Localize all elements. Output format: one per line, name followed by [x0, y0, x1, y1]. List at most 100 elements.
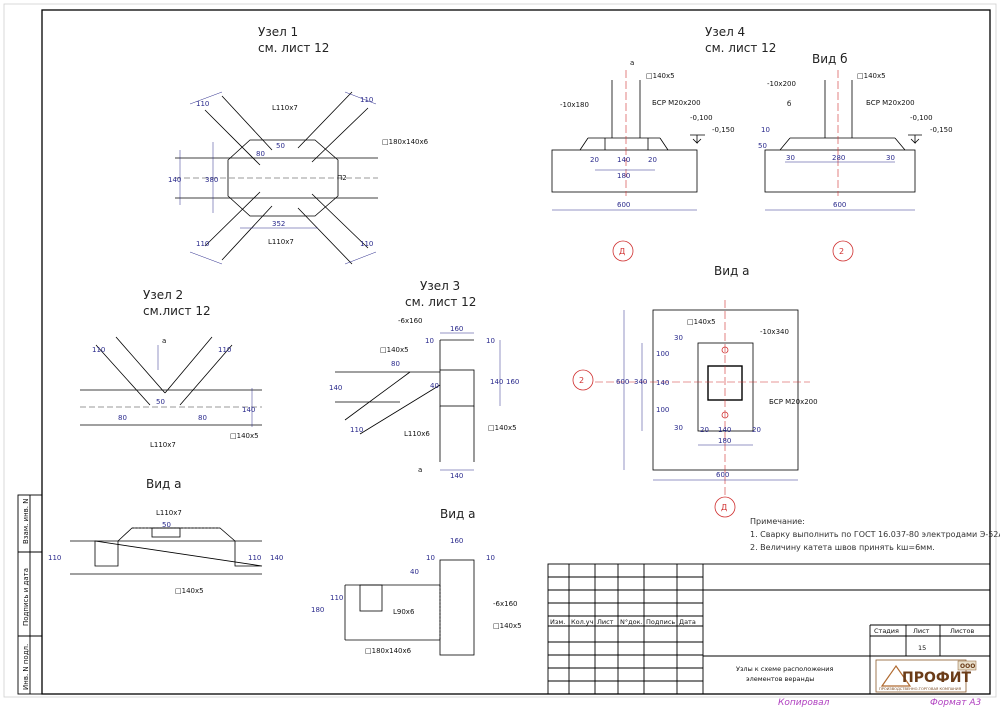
- view-a-right-dim-40: 40: [410, 568, 419, 576]
- node1-dim-380: 380: [205, 176, 218, 184]
- node2-dim-80-left: 80: [118, 414, 127, 422]
- notes-heading: Примечание:: [750, 517, 805, 526]
- node3-dim-80: 80: [391, 360, 400, 368]
- view-a-plan-dim-140-vert: 140: [656, 379, 669, 387]
- view-a-plan-dim-20-left: 20: [700, 426, 709, 434]
- side-stamp-replace-inv: Взам. инв. N: [22, 499, 30, 544]
- tb-description-line1: Узлы к схеме расположения: [736, 665, 834, 673]
- title-block: [547, 563, 991, 695]
- node1-dim-110-bl: 110: [196, 240, 209, 248]
- node3-dim-160: 160: [450, 325, 463, 333]
- node1-dim-140: 140: [168, 176, 181, 184]
- node1-dim-110-tr: 110: [360, 96, 373, 104]
- view-a-right-dim-10b: 10: [486, 554, 495, 562]
- node2-dim-110-left: 110: [92, 346, 105, 354]
- view-a-left-title: Вид а: [146, 477, 182, 491]
- notes-item-1: 1. Сварку выполнить по ГОСТ 16.037-80 эл…: [750, 530, 1000, 539]
- inner-frame: [41, 9, 991, 695]
- view-a-plan-dim-140-horiz: 140: [718, 426, 731, 434]
- view-a-right-dim-160: 160: [450, 537, 463, 545]
- node3-dim-10-left: 10: [425, 337, 434, 345]
- view-a-plan-plate-label: -10x340: [760, 328, 789, 336]
- view-b-axis-label: 2: [839, 247, 844, 256]
- view-a-plan-dim-180: 180: [718, 437, 731, 445]
- node4-dim-180: 180: [617, 172, 630, 180]
- tb-header-signature: Подпись: [646, 618, 675, 626]
- view-b-drawing: [764, 70, 922, 211]
- logo-subtitle: ПРОИЗВОДСТВЕННО-ТОРГОВАЯ КОМПАНИЯ: [879, 687, 962, 691]
- node4-dim-20-right: 20: [648, 156, 657, 164]
- view-b-bolt-label: БСР М20x200: [866, 99, 915, 107]
- logo-text: ПРОФИТ: [902, 670, 971, 686]
- node3-dim-160b: 160: [506, 378, 519, 386]
- node3-dim-140: 140: [490, 378, 503, 386]
- node2-angle-label: L110x7: [150, 441, 176, 449]
- view-a-plan-axis-left-label: 2: [579, 376, 584, 385]
- node2-dim-140: 140: [242, 406, 255, 414]
- tb-header-date: Дата: [679, 618, 696, 626]
- view-a-plan-dim-100-top: 100: [656, 350, 669, 358]
- node3-drawing: [335, 332, 501, 471]
- side-stamp-inv-orig: Инв. N подл.: [22, 644, 30, 690]
- tb-header-qty: Кол.уч: [571, 618, 594, 626]
- view-a-plan-title: Вид а: [714, 264, 750, 278]
- node2-ref: см.лист 12: [143, 304, 211, 318]
- view-a-plan-drawing: [595, 300, 810, 495]
- side-stamp-signature-date: Подпись и дата: [22, 568, 30, 626]
- footer-format: Формат А3: [930, 698, 982, 707]
- outer-border: [3, 3, 997, 698]
- node1-plate-label: П2: [337, 174, 347, 182]
- view-a-plan-axis-bottom-label: Д: [721, 503, 727, 512]
- node3-angle-label: L110x6: [404, 430, 430, 438]
- node2-dim-50: 50: [156, 398, 165, 406]
- node4-elev1: -0,100: [690, 114, 713, 122]
- node4-title: Узел 4: [705, 25, 745, 39]
- view-a-plan-dim-600-horiz: 600: [716, 471, 729, 479]
- view-b-title: Вид б: [812, 52, 848, 66]
- tb-sheet-number: 15: [918, 644, 926, 652]
- node4-axis-label: Д: [619, 247, 625, 256]
- tb-stage-header: Стадия: [874, 627, 899, 635]
- node3-plate-label: -6x160: [398, 317, 422, 325]
- view-a-plan-dim-100-bottom: 100: [656, 406, 669, 414]
- view-b-plate-label: -10x200: [767, 80, 796, 88]
- view-a-left-dim-50: 50: [162, 521, 171, 529]
- node1-dim-110-tl: 110: [196, 100, 209, 108]
- view-a-plan-axis-left-marker: [572, 369, 594, 391]
- view-b-dim-10: 10: [761, 126, 770, 134]
- node1-ref: см. лист 12: [258, 41, 329, 55]
- view-a-plan-dim-340: 340: [634, 378, 647, 386]
- view-b-dim-50: 50: [758, 142, 767, 150]
- node4-section-mark: а: [630, 59, 634, 67]
- node1-dim-110-br: 110: [360, 240, 373, 248]
- view-a-plan-dim-600-vert: 600: [616, 378, 629, 386]
- view-a-plan-dim-20-right: 20: [752, 426, 761, 434]
- node3-dim-140-bottom: 140: [450, 472, 463, 480]
- view-a-left-tube-label: □140x5: [175, 587, 204, 595]
- node3-ref: см. лист 12: [405, 295, 476, 309]
- node3-tube-top-label: □140x5: [380, 346, 409, 354]
- view-b-dim-30-left: 30: [786, 154, 795, 162]
- node1-angle-bottom-label: L110x7: [268, 238, 294, 246]
- node3-dim-110: 110: [350, 426, 363, 434]
- view-a-left-dim-140: 140: [270, 554, 283, 562]
- node4-plate-label: -10x180: [560, 101, 589, 109]
- view-a-right-dim-110: 110: [330, 594, 343, 602]
- view-a-right-angle-label: L90x6: [393, 608, 415, 616]
- view-a-left-dim-110-right: 110: [248, 554, 261, 562]
- view-a-plan-tube-label: □140x5: [687, 318, 716, 326]
- node4-ref: см. лист 12: [705, 41, 776, 55]
- node4-elev2: -0,150: [712, 126, 735, 134]
- node1-dim-50: 50: [276, 142, 285, 150]
- node4-dim-600: 600: [617, 201, 630, 209]
- node1-angle-top-label: L110x7: [272, 104, 298, 112]
- view-b-dim-280: 280: [832, 154, 845, 162]
- view-a-left-drawing: [70, 527, 263, 575]
- view-a-left-dim-110-left: 110: [48, 554, 61, 562]
- node4-drawing: [551, 70, 705, 211]
- view-b-dim-600: 600: [833, 201, 846, 209]
- node2-dim-80-right: 80: [198, 414, 207, 422]
- node4-tube-label: □140x5: [646, 72, 675, 80]
- view-b-elev2: -0,150: [930, 126, 953, 134]
- node2-section-mark: а: [162, 337, 166, 345]
